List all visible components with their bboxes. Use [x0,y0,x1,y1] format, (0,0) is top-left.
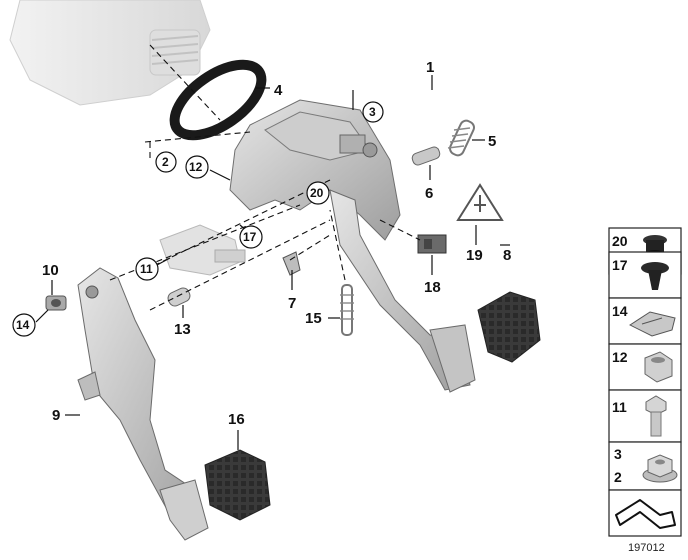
callout-14: 14 [16,318,30,332]
leader-lines [35,75,510,450]
callout-3-circle: 3 [362,101,384,123]
hex-nut-icon [644,351,673,383]
flange-nut-icon [642,454,678,483]
arrow-icon [615,499,676,529]
side-label-3: 3 [614,446,622,462]
switch-part [417,234,447,254]
callout-1: 1 [426,59,434,76]
callout-18: 18 [424,279,441,296]
callout-12: 12 [189,160,203,174]
reference-code: 197012 [628,542,665,554]
callout-13: 13 [174,321,191,338]
callout-16: 16 [228,411,245,428]
pedal-bracket-part [229,99,401,241]
callout-2-circle: 2 [155,151,177,173]
sleeve-part [411,146,441,166]
nut-part [45,295,67,311]
spring-part [447,119,475,157]
clutch-master-cylinder [159,224,246,276]
callout-10: 10 [42,262,59,279]
brake-pedal-pad-part [477,291,541,363]
clutch-pedal-part [77,267,209,541]
brake-booster [9,0,211,106]
callout-4: 4 [274,82,283,99]
return-spring-part [340,284,354,336]
callout-9: 9 [52,407,60,424]
callout-5: 5 [488,133,496,150]
callout-20-circle: 20 [306,181,330,205]
callout-14-circle: 14 [12,313,36,337]
callout-7: 7 [288,295,296,312]
callout-8: 8 [503,247,511,264]
side-label-17: 17 [612,257,628,273]
callout-20: 20 [310,186,324,200]
callout-19: 19 [466,247,483,264]
bolt-icon [645,395,667,437]
callout-15: 15 [305,310,322,327]
side-parts-panel: 20 17 14 12 11 [608,227,682,537]
bushing-part [167,287,191,307]
callout-11: 11 [140,262,153,276]
side-label-12: 12 [612,349,628,365]
callout-11-circle: 11 [135,257,159,281]
gasket-ring-part [169,59,267,141]
clip-part [282,251,301,276]
callout-3: 3 [369,105,376,119]
side-label-11: 11 [612,399,627,415]
side-label-20: 20 [612,233,628,249]
brake-pedal-arm [329,189,476,393]
side-label-14: 14 [612,303,628,319]
callout-6: 6 [425,185,433,202]
callout-17: 17 [243,230,257,244]
callout-2: 2 [162,155,169,169]
plug-icon [641,262,669,290]
clip-icon [628,311,676,337]
side-label-2: 2 [614,469,622,485]
clutch-pedal-pad-part [204,449,271,521]
callout-17-circle: 17 [239,225,263,249]
callout-12-circle: 12 [185,155,209,179]
warning-triangle-icon [456,183,504,221]
